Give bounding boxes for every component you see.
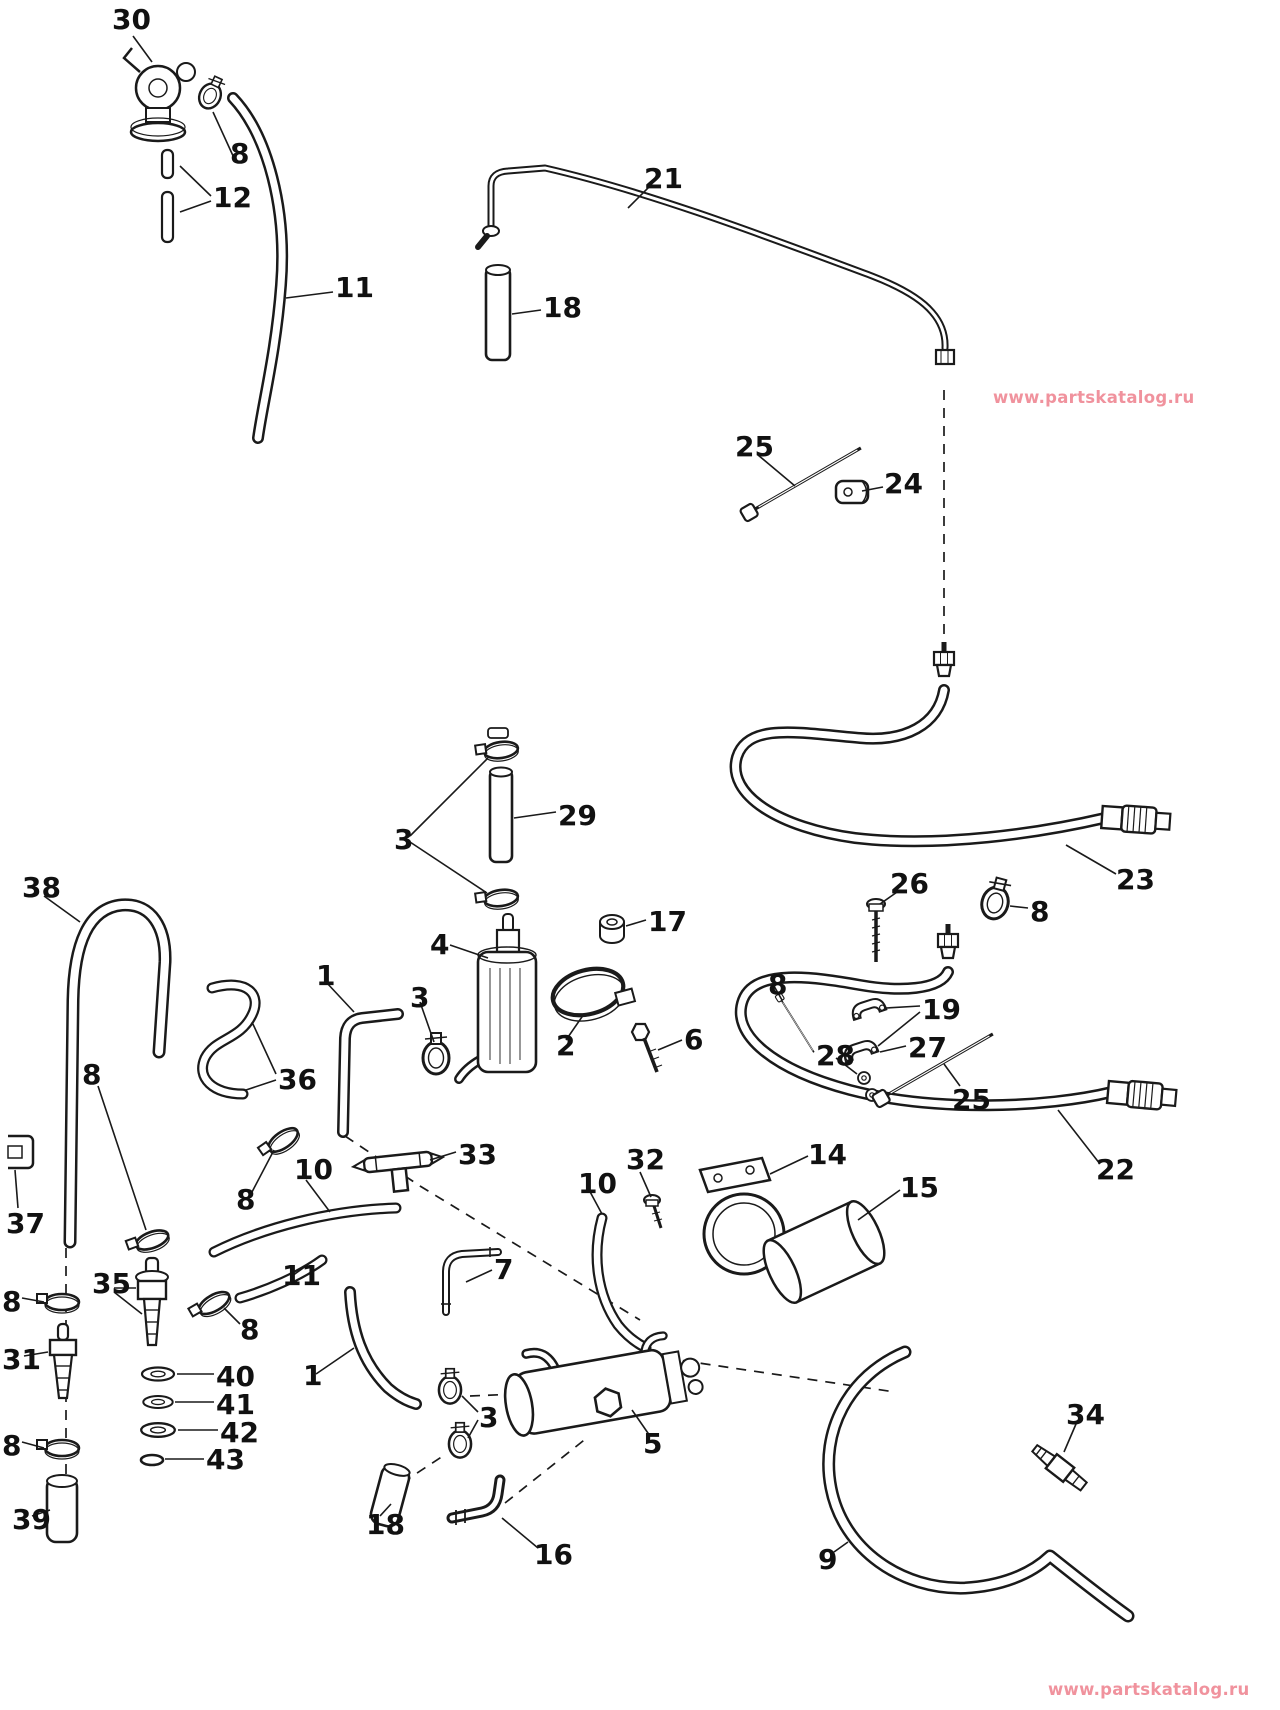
hose-10-right <box>591 1212 652 1354</box>
tube-18-top <box>484 264 512 362</box>
hose-clamp-3-b2 <box>447 1421 473 1459</box>
hose-clamp-8-c2 <box>124 1225 174 1261</box>
hose-1-upper <box>337 1008 404 1138</box>
tube-39 <box>45 1474 79 1544</box>
hose-1-lower <box>344 1286 422 1410</box>
hose-clamp-8-c4 <box>35 1292 81 1315</box>
hose-38 <box>63 898 172 1249</box>
grommet-17 <box>599 914 625 944</box>
tube-18-bottom <box>369 1463 411 1528</box>
clamp-24 <box>834 479 870 505</box>
band-clamp-2 <box>550 966 637 1022</box>
hose-clamp-8-c3 <box>187 1286 236 1327</box>
hose-22 <box>734 924 1179 1113</box>
hose-clamp-8-c5 <box>35 1438 81 1461</box>
hose-36 <box>197 979 261 1100</box>
hose-11-bottom <box>234 1254 328 1304</box>
tube-29 <box>473 727 521 914</box>
cushion-clamp-19b <box>840 1037 880 1063</box>
elbow-fitting-16 <box>446 1474 506 1525</box>
cushion-clamp-19a <box>848 995 888 1021</box>
connector-35 <box>135 1256 169 1347</box>
o-ring-43 <box>139 1453 165 1467</box>
hose-23 <box>729 642 1172 848</box>
tie-strap-8 <box>774 991 818 1055</box>
hose-11-top <box>227 92 289 444</box>
fuel-filter-4 <box>454 913 538 1084</box>
leader-lines <box>14 35 1117 1553</box>
screw-26 <box>866 898 886 962</box>
bolt-6 <box>630 1022 663 1073</box>
fuel-pump-5 <box>503 1331 704 1437</box>
hose-9 <box>822 1345 1135 1623</box>
hose-clamp-8 <box>193 72 230 114</box>
tee-fitting-33 <box>350 1150 446 1193</box>
tube-12 <box>160 148 175 244</box>
hose-clamp-3-b1 <box>437 1367 463 1405</box>
washer-stack-40-43 <box>139 1366 176 1467</box>
fuel-pump-assembly-30 <box>122 47 230 143</box>
fitting-34 <box>1030 1443 1089 1492</box>
screw-32 <box>643 1194 663 1229</box>
clip-37 <box>7 1134 35 1170</box>
hose-clamp-8-c1 <box>256 1122 305 1165</box>
fitting-31 <box>48 1322 78 1400</box>
cylinder-15 <box>762 1200 886 1304</box>
tube-7 <box>441 1247 502 1316</box>
hose-clamp-8-right <box>976 873 1016 924</box>
hose-10-left <box>208 1202 402 1258</box>
fuel-line-21 <box>475 164 956 366</box>
hose-clamp-3-mid <box>421 1031 451 1076</box>
